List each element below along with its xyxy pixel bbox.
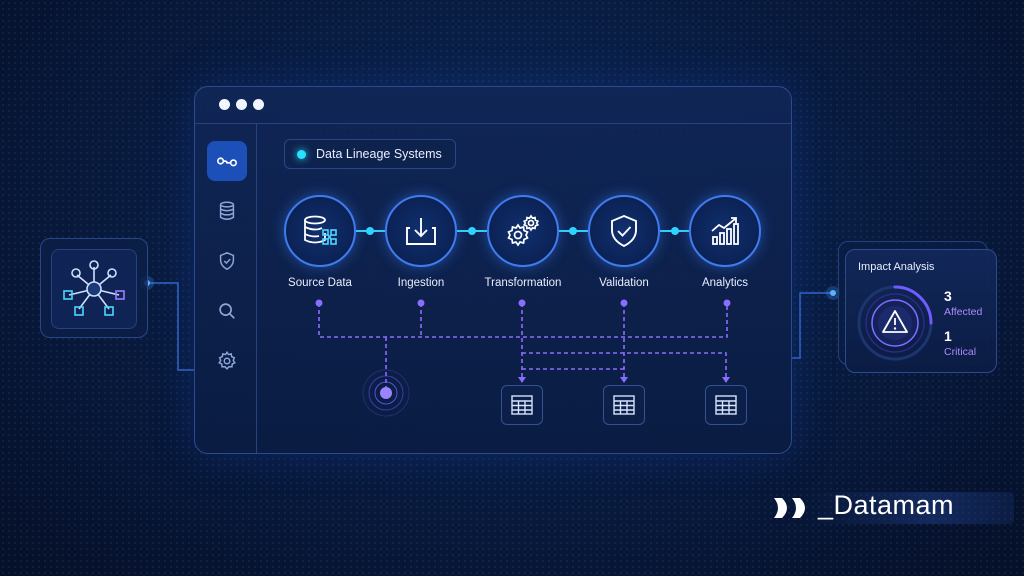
affected-count: 3 bbox=[944, 288, 952, 304]
shield-check-icon bbox=[611, 214, 637, 248]
search-icon bbox=[219, 303, 235, 319]
lineage-table-node[interactable] bbox=[603, 385, 645, 425]
stage-source-data[interactable] bbox=[284, 195, 356, 267]
sidebar bbox=[195, 124, 257, 453]
stage-transformation[interactable] bbox=[487, 195, 559, 267]
stage-label-transformation: Transformation bbox=[484, 277, 562, 289]
table-icon bbox=[715, 395, 737, 415]
stage-label-validation: Validation bbox=[599, 277, 649, 289]
sidebar-item-lineage[interactable] bbox=[207, 141, 247, 181]
sidebar-item-search[interactable] bbox=[207, 291, 247, 331]
gears-icon bbox=[507, 214, 540, 247]
stage-label-source-data: Source Data bbox=[288, 277, 352, 289]
gear-icon bbox=[218, 350, 236, 370]
warning-icon bbox=[882, 310, 908, 333]
sidebar-item-database[interactable] bbox=[207, 191, 247, 231]
window-dot-maximize[interactable] bbox=[253, 99, 264, 110]
table-icon bbox=[511, 395, 533, 415]
affected-label: Affected bbox=[944, 306, 983, 318]
brand-name: _Datamam bbox=[818, 490, 955, 520]
impact-title: Impact Analysis bbox=[858, 261, 935, 273]
lineage-table-node[interactable] bbox=[501, 385, 543, 425]
impact-analysis-panel[interactable]: Impact Analysis 3 Affected 1 Critical bbox=[845, 249, 997, 373]
page-title: Data Lineage Systems bbox=[316, 147, 442, 161]
window-title-divider bbox=[195, 123, 791, 124]
status-dot bbox=[297, 149, 306, 159]
shield-icon bbox=[219, 251, 235, 271]
stage-analytics[interactable] bbox=[689, 195, 761, 267]
network-graph-icon bbox=[63, 260, 125, 316]
stage-label-ingestion: Ingestion bbox=[397, 277, 445, 289]
critical-count: 1 bbox=[944, 328, 952, 344]
brand-logo-icon bbox=[774, 498, 805, 518]
page-title-pill: Data Lineage Systems bbox=[284, 139, 456, 169]
stage-ingestion[interactable] bbox=[385, 195, 457, 267]
critical-label: Critical bbox=[944, 346, 977, 358]
lineage-node-card[interactable] bbox=[40, 238, 148, 338]
stage-validation[interactable] bbox=[588, 195, 660, 267]
brand-backdrop bbox=[808, 492, 1014, 524]
node-graph-panel bbox=[51, 249, 137, 329]
database-grid-icon bbox=[304, 215, 337, 245]
sidebar-item-settings[interactable] bbox=[207, 341, 247, 381]
download-tray-icon bbox=[406, 218, 436, 245]
lineage-icon bbox=[217, 157, 237, 167]
stage-label-analytics: Analytics bbox=[701, 277, 749, 289]
sidebar-item-security[interactable] bbox=[207, 241, 247, 281]
window-dot-minimize[interactable] bbox=[236, 99, 247, 110]
chart-up-icon bbox=[711, 217, 739, 245]
lineage-table-node[interactable] bbox=[705, 385, 747, 425]
app-window: Data Lineage Systems bbox=[194, 86, 792, 454]
window-controls bbox=[219, 99, 264, 110]
database-icon bbox=[219, 201, 235, 220]
table-icon bbox=[613, 395, 635, 415]
window-dot-close[interactable] bbox=[219, 99, 230, 110]
